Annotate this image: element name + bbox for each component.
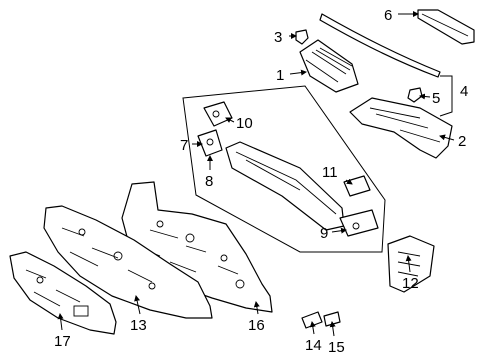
part-cowl-panel xyxy=(349,97,453,159)
part-clip-5 xyxy=(407,87,423,103)
callout-4: 4 xyxy=(460,83,468,100)
part-plate-15 xyxy=(323,311,341,327)
callout-9: 9 xyxy=(320,225,328,242)
part-silencer xyxy=(9,251,117,335)
callout-13: 13 xyxy=(130,317,147,334)
callouts: 1 2 3 4 5 6 7 8 9 10 11 12 13 14 15 16 1… xyxy=(54,7,468,356)
part-bracket-11 xyxy=(343,175,371,197)
callout-10: 10 xyxy=(236,115,253,132)
part-dash-insulator xyxy=(43,205,213,319)
callout-14: 14 xyxy=(305,337,322,354)
callout-2: 2 xyxy=(458,133,466,150)
part-bracket-9 xyxy=(339,209,379,237)
callout-5: 5 xyxy=(432,90,440,107)
callout-7: 7 xyxy=(180,137,188,154)
callout-1: 1 xyxy=(276,67,284,84)
part-weatherstrip xyxy=(417,9,475,45)
part-bracket-10 xyxy=(203,101,233,127)
assembly-box xyxy=(182,85,386,253)
callout-15: 15 xyxy=(328,339,345,356)
callout-8: 8 xyxy=(205,173,213,190)
part-cowl-vent-panel xyxy=(299,39,359,93)
part-clip-3 xyxy=(295,29,309,45)
part-plate-14 xyxy=(301,311,323,329)
callout-6: 6 xyxy=(384,7,392,24)
part-side-insulator xyxy=(387,235,435,293)
callout-11: 11 xyxy=(322,164,338,181)
callout-3: 3 xyxy=(274,29,282,46)
part-bracket-7 xyxy=(197,129,223,157)
part-cowl-cross-member xyxy=(225,141,345,231)
callout-16: 16 xyxy=(248,317,265,334)
callout-12: 12 xyxy=(402,275,419,292)
part-hood-seal xyxy=(319,13,441,78)
leader-lines xyxy=(57,11,455,337)
callout-17: 17 xyxy=(54,333,71,350)
